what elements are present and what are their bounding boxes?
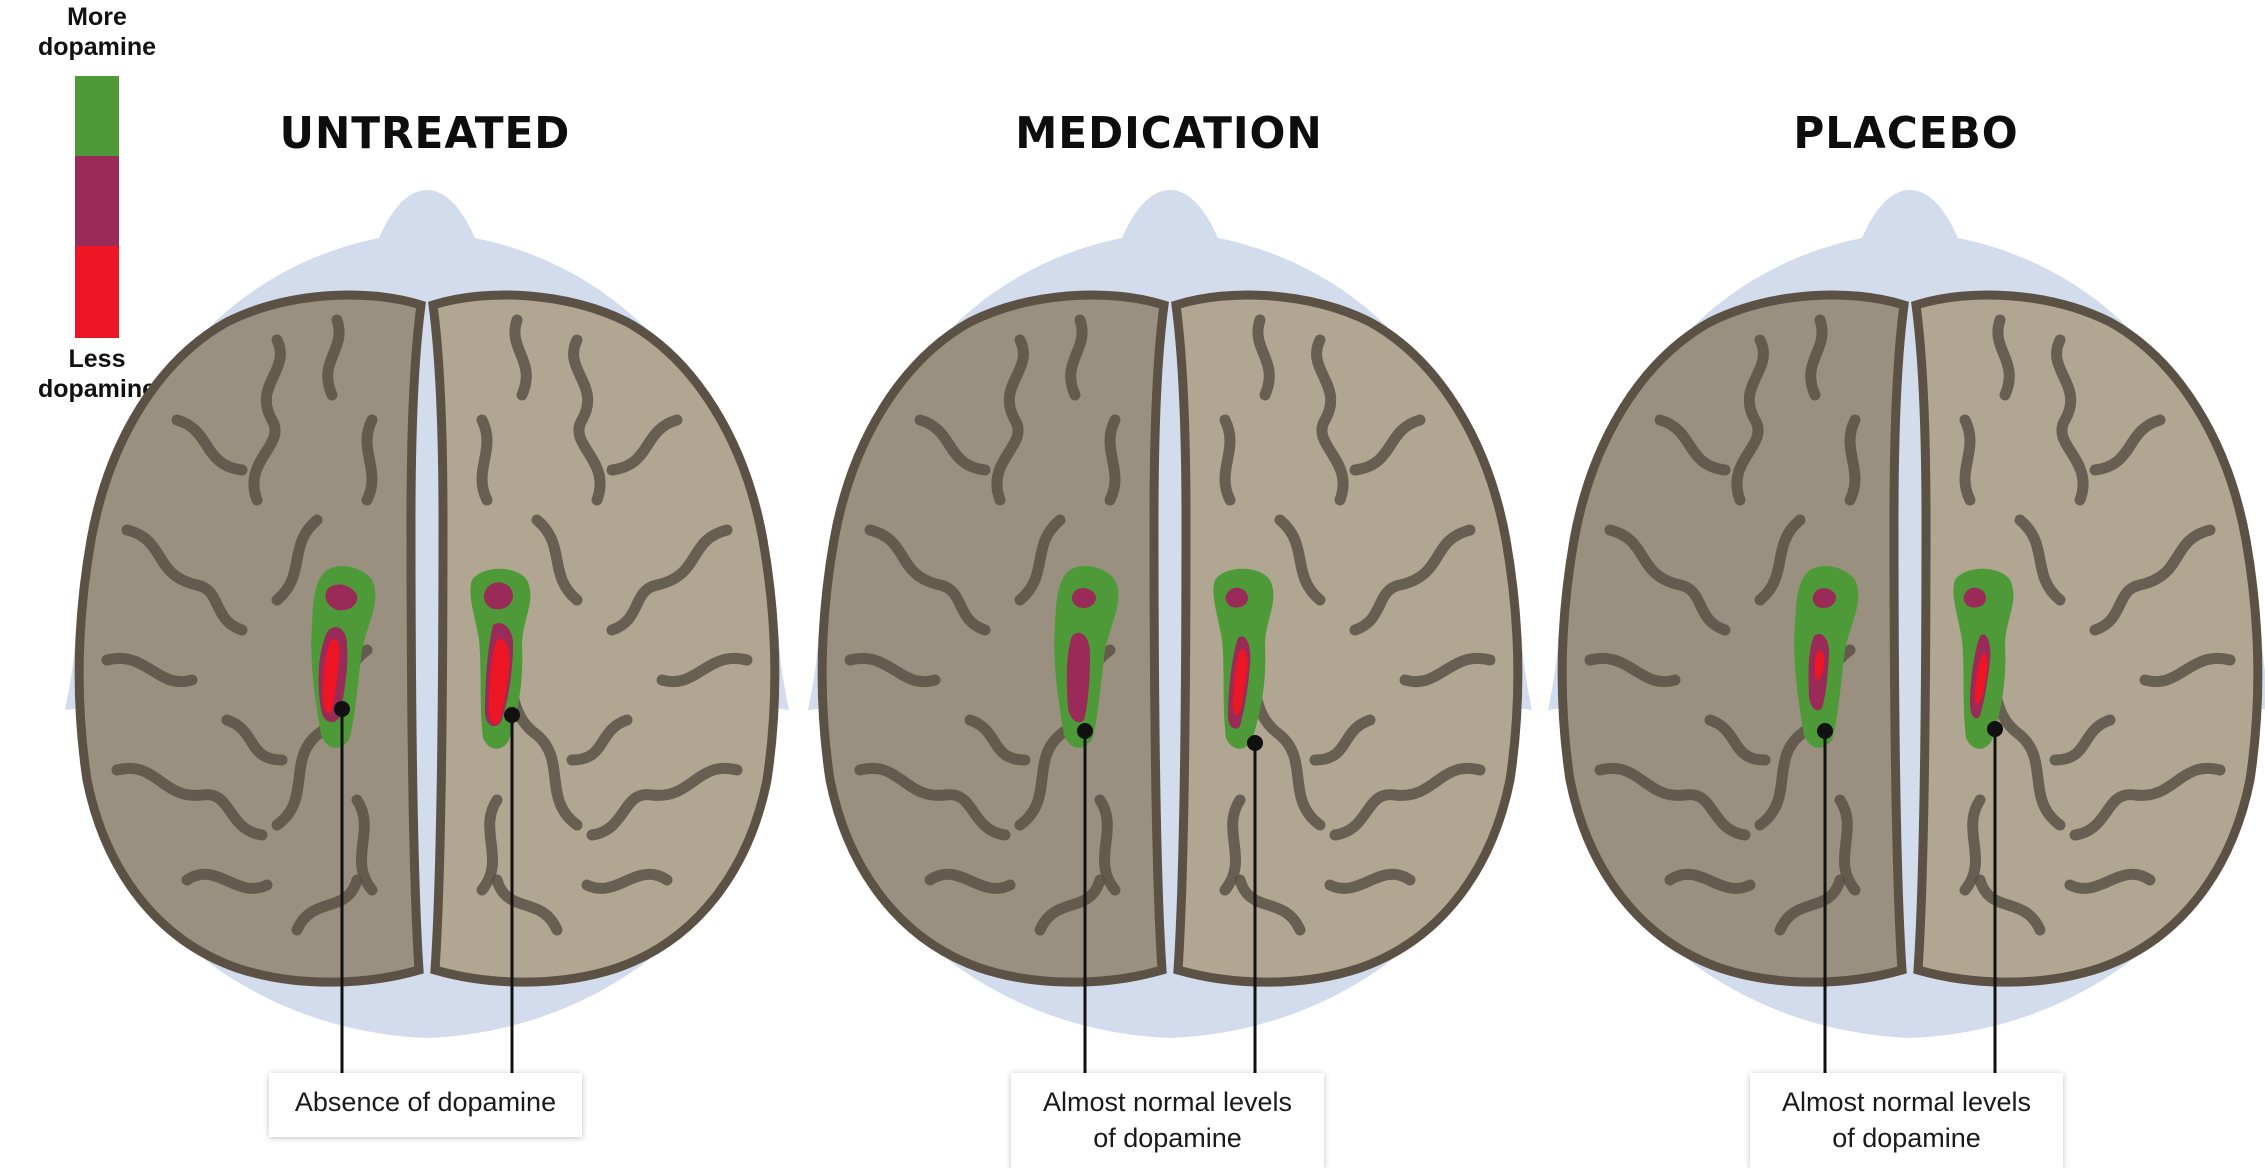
dopamine-medium-region-placebo-2 [1963,587,1986,608]
panel-title-placebo: PLACEBO [1793,108,2019,159]
dopamine-medium-region-untreated-0 [325,584,358,611]
legend-scale-red [75,246,119,338]
brain-untreated [65,190,789,1038]
dopamine-low-region-medication-0 [1232,649,1248,716]
dopamine-medium-region-untreated-2 [483,582,513,610]
panel-title-untreated: UNTREATED [279,108,571,159]
legend-more-dopamine-text: dopamine [37,33,157,61]
legend-bottom-label: Less dopamine [17,344,177,404]
callout-placebo-line2: of dopamine [1832,1123,1981,1153]
dopamine-low-region-untreated-1 [489,638,510,725]
legend-more-text: More [67,3,127,31]
brain-panel-medication [808,190,1532,1073]
dopamine-medium-region-medication-0 [1071,588,1096,608]
dopamine-medium-region-medication-1 [1066,632,1090,723]
dopamine-low-region-untreated-0 [323,639,340,714]
leader-dot-untreated-1 [504,707,520,723]
legend-scale-purple [75,156,119,246]
brain-panel-placebo [1548,190,2265,1073]
dopamine-low-region-placebo-1 [1974,653,1988,705]
callout-untreated-text: Absence of dopamine [294,1087,557,1117]
brain-panel-untreated [65,190,789,1073]
brain-placebo [1548,190,2265,1038]
leader-dot-placebo-0 [1817,723,1833,739]
callout-placebo-line1: Almost normal levels [1781,1087,2032,1117]
dopamine-low-region-placebo-0 [1814,650,1825,680]
leader-dot-placebo-1 [1987,721,2003,737]
legend-less-text: Less [68,345,126,373]
callout-medication-line1: Almost normal levels [1042,1087,1293,1117]
leader-dot-medication-0 [1077,723,1093,739]
legend-top-label: More dopamine [17,2,177,62]
callout-medication: Almost normal levels of dopamine [1011,1073,1324,1168]
dopamine-medium-region-medication-2 [1225,587,1248,608]
leader-dot-untreated-0 [334,701,350,717]
legend-less-dopamine-text: dopamine [37,375,157,403]
leader-dot-medication-1 [1247,735,1263,751]
legend-scale-green [75,76,119,156]
panel-title-medication: MEDICATION [1015,108,1323,159]
dopamine-medium-region-placebo-0 [1812,588,1836,608]
callout-placebo: Almost normal levels of dopamine [1750,1073,2063,1168]
callout-medication-line2: of dopamine [1093,1123,1242,1153]
brain-medication [808,190,1532,1038]
callout-untreated: Absence of dopamine [269,1073,582,1137]
